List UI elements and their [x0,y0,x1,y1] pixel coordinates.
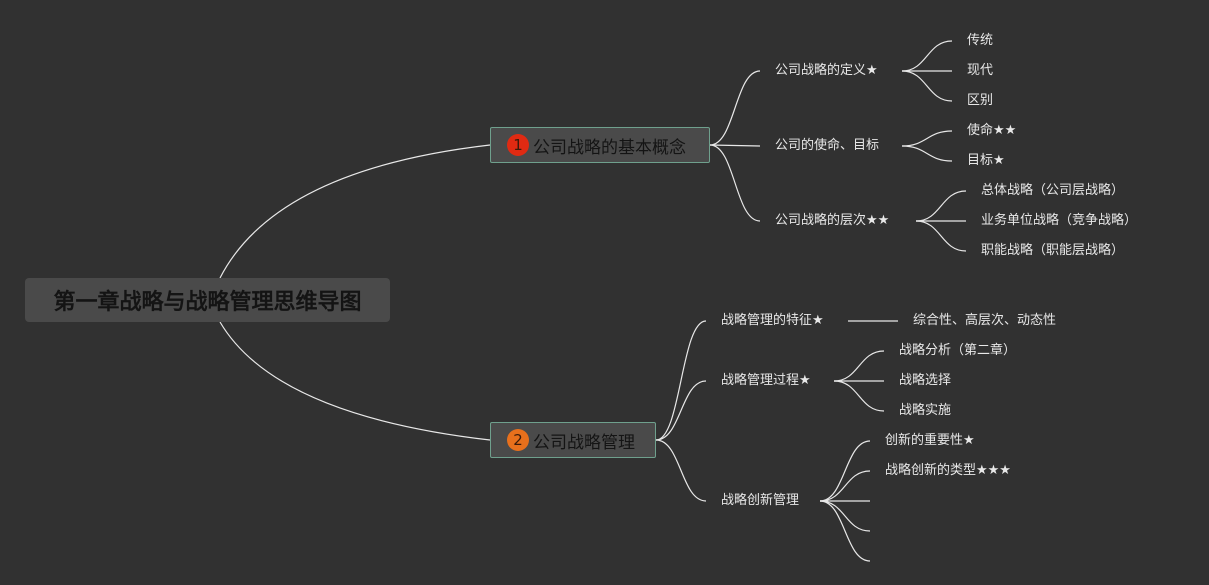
connector-root-branch-1 [219,144,491,279]
connector-process-leaf-0 [833,350,885,382]
priority-1-icon: 1 [507,134,529,156]
root-topic-label: 第一章战略与战略管理思维导图 [53,290,362,315]
connector-b2-sub2 [655,380,707,441]
subtopic-innovation-management[interactable]: 战略创新管理 [721,493,800,508]
connector-def-leaf-0 [901,40,953,72]
leaf-features[interactable]: 综合性、高层次、动态性 [913,313,1057,328]
leaf-mission[interactable]: 使命★★ [967,123,1017,138]
subtopic-management-process[interactable]: 战略管理过程★ [721,373,811,388]
subtopic-strategy-levels[interactable]: 公司战略的层次★★ [775,213,890,228]
connector-innovation-leaf-3 [819,500,871,532]
connector-root-branch-2 [219,321,491,441]
leaf-modern[interactable]: 现代 [967,63,994,78]
connector-innovation-leaf-4 [819,500,871,562]
connector-process-leaf-2 [833,380,885,412]
leaf-business-unit-strategy[interactable]: 业务单位战略（竞争战略） [981,213,1138,228]
root-topic[interactable]: 第一章战略与战略管理思维导图 [25,278,390,322]
branch-topic-basic-concepts[interactable]: 1 公司战略的基本概念 [490,127,710,163]
connector-levels-leaf-0 [915,190,967,222]
branch-label: 公司战略管理 [533,432,635,453]
connector-levels-leaf-2 [915,220,967,252]
subtopic-management-features[interactable]: 战略管理的特征★ [721,313,824,328]
leaf-functional-strategy[interactable]: 职能战略（职能层战略） [981,243,1125,258]
connector-mission-leaf-0 [901,130,953,147]
leaf-strategy-implementation[interactable]: 战略实施 [899,403,952,418]
connector-innovation-leaf-0 [819,440,871,502]
branch-topic-strategic-management[interactable]: 2 公司战略管理 [490,422,656,458]
leaf-strategy-choice[interactable]: 战略选择 [899,373,952,388]
branch-label: 公司战略的基本概念 [533,137,686,158]
connector-b1-sub1 [709,70,761,146]
leaf-innovation-importance[interactable]: 创新的重要性★ [885,433,975,448]
subtopic-mission-goals[interactable]: 公司的使命、目标 [775,138,880,153]
connector-b2-sub1 [655,320,707,441]
connector-def-leaf-2 [901,70,953,102]
connector-b2-sub3 [655,439,707,502]
leaf-traditional[interactable]: 传统 [967,33,994,48]
leaf-innovation-types[interactable]: 战略创新的类型★★★ [885,463,1011,478]
leaf-difference[interactable]: 区别 [967,93,994,108]
connector-mission-leaf-1 [901,145,953,162]
connector-b1-sub3 [709,144,761,222]
connector-b1-sub2 [709,144,761,147]
subtopic-strategy-definition[interactable]: 公司战略的定义★ [775,63,878,78]
priority-2-icon: 2 [507,429,529,451]
connector-innovation-leaf-1 [819,470,871,502]
leaf-strategy-analysis[interactable]: 战略分析（第二章） [899,343,1017,358]
leaf-goal[interactable]: 目标★ [967,153,1005,168]
leaf-corporate-strategy[interactable]: 总体战略（公司层战略） [981,183,1125,198]
